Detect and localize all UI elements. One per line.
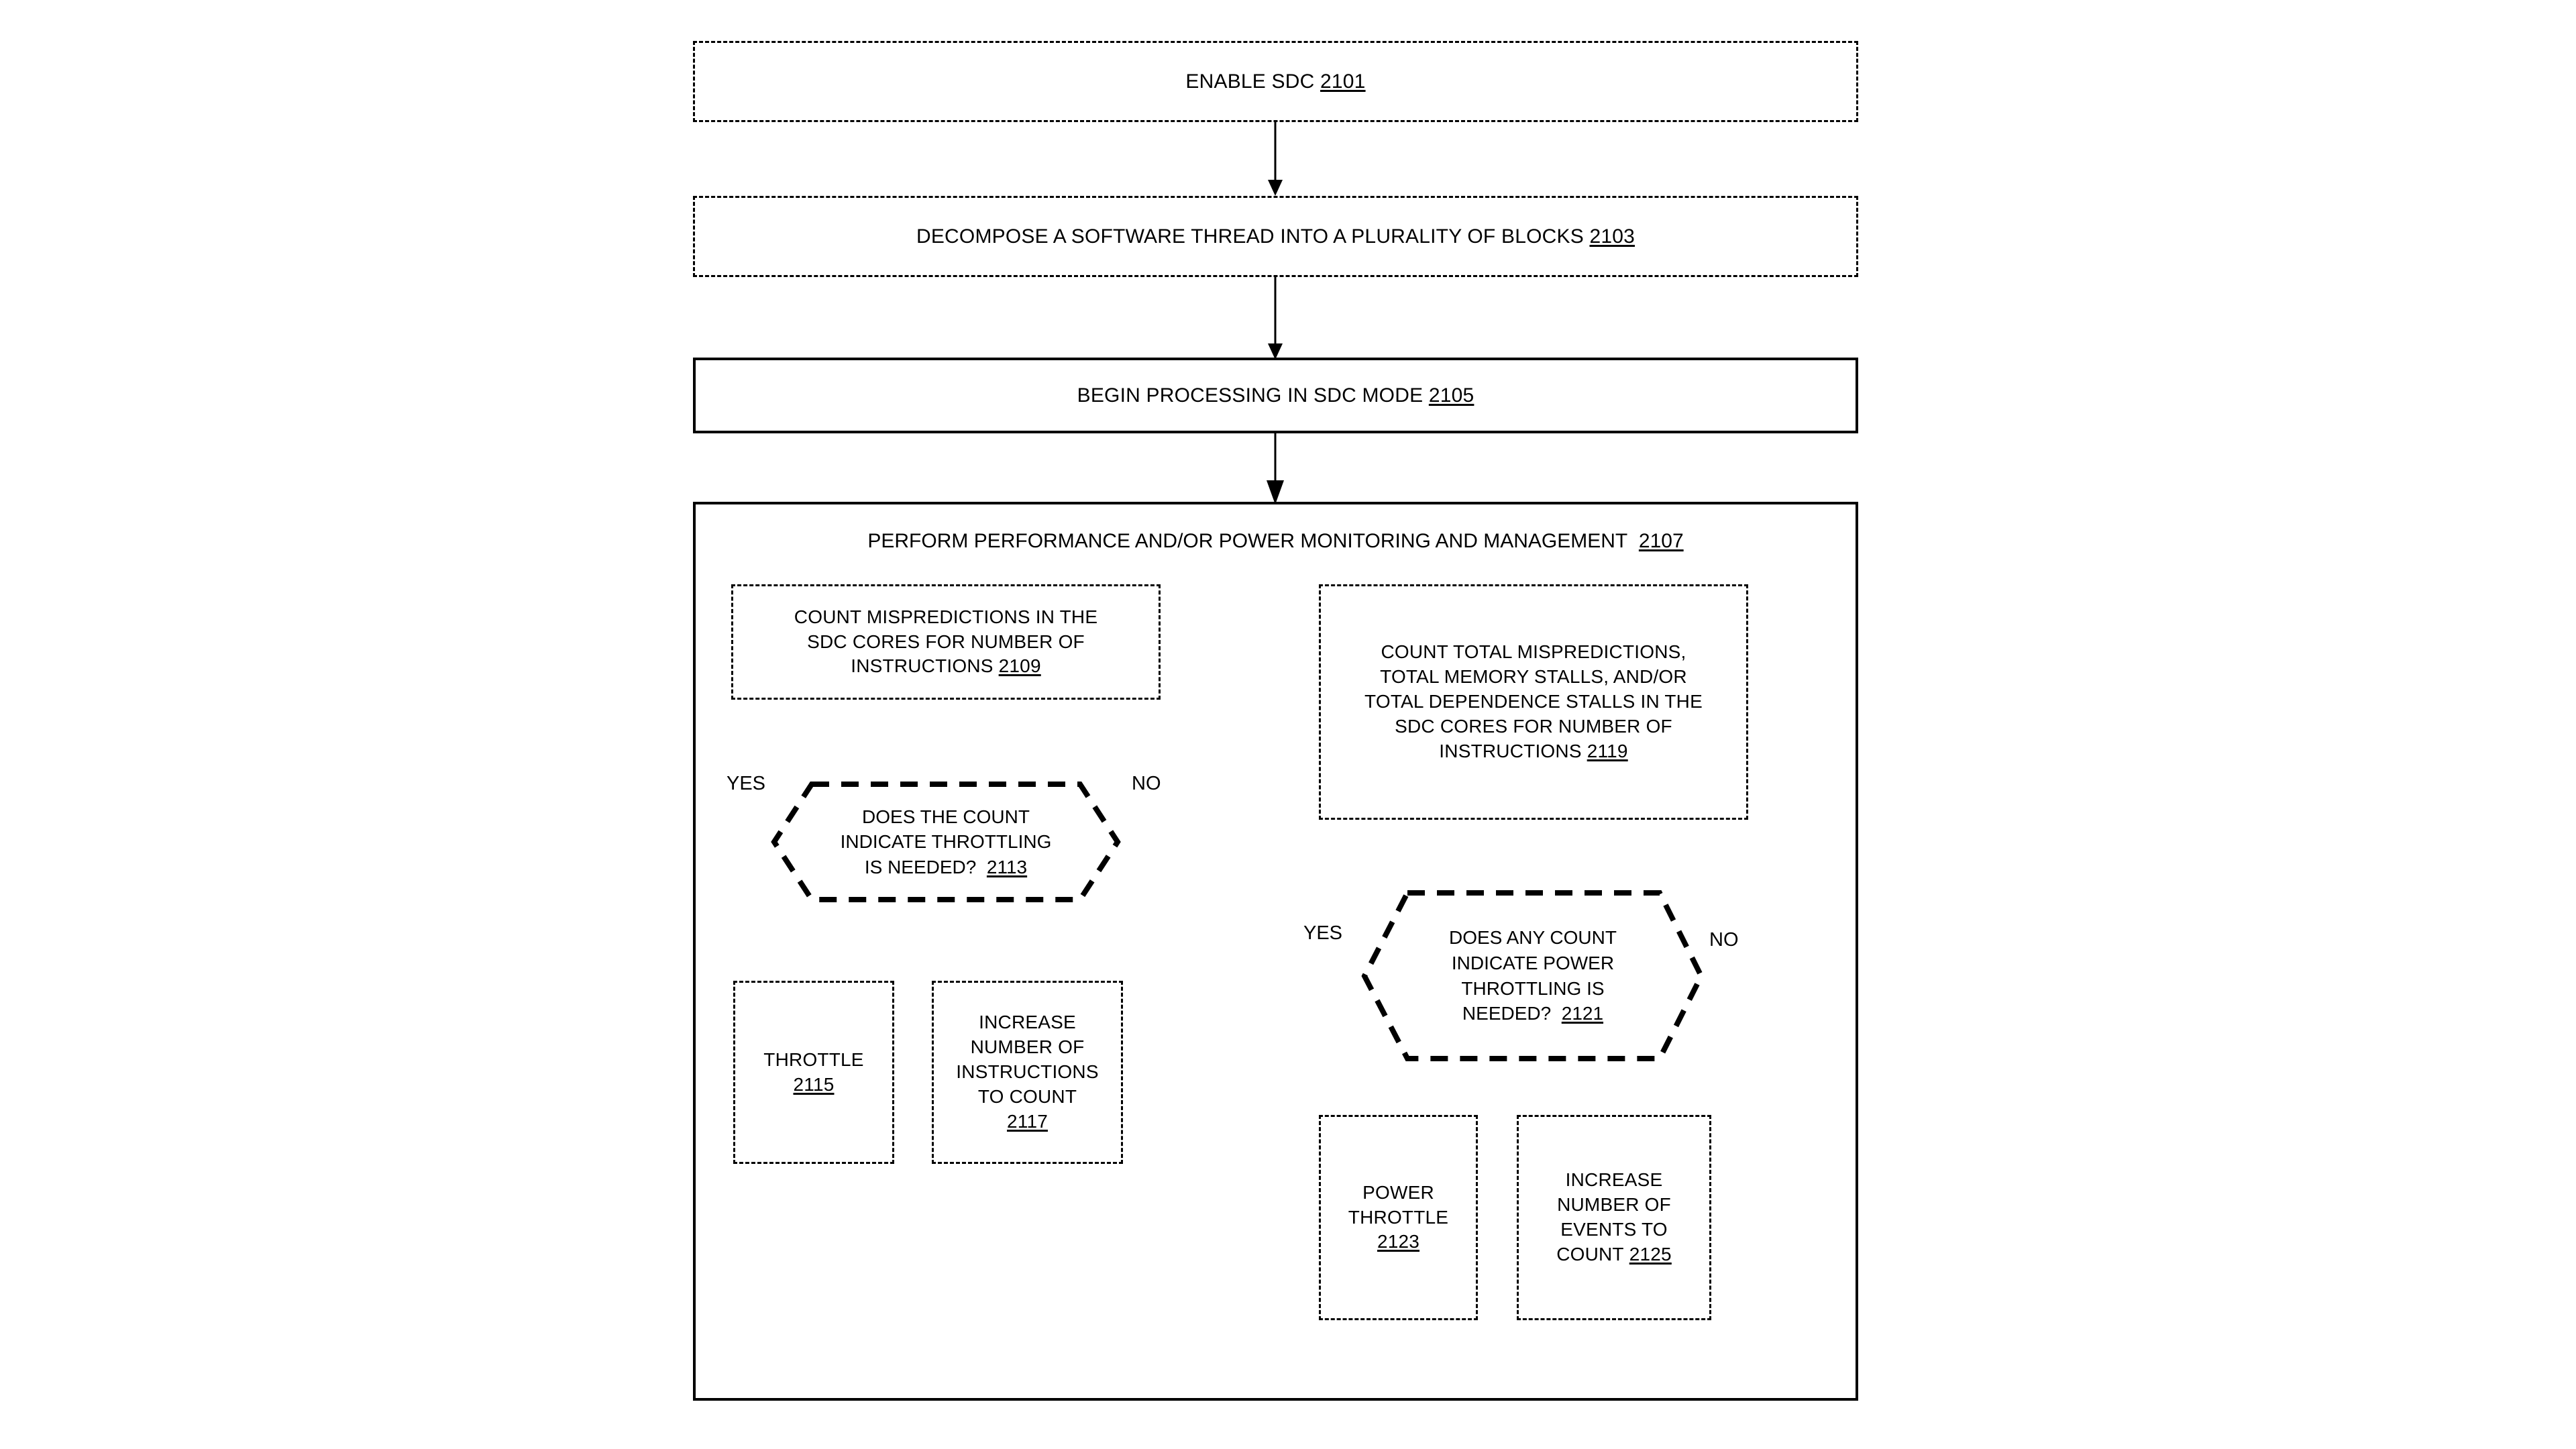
node-throttle[interactable]: THROTTLE 2115 [733, 981, 894, 1164]
connector-2101-to-2103 [1268, 122, 1283, 196]
node-increase-instructions-to-count[interactable]: INCREASE NUMBER OF INSTRUCTIONS TO COUNT… [932, 981, 1123, 1164]
branch-label-left-yes: YES [727, 773, 766, 794]
node-throttle-label: THROTTLE 2115 [763, 1049, 864, 1095]
node-ref-2113: 2113 [986, 856, 1028, 877]
node-count-total-events[interactable]: COUNT TOTAL MISPREDICTIONS, TOTAL MEMORY… [1319, 584, 1748, 820]
node-ref-2105: 2105 [1428, 384, 1474, 407]
node-power-throttle-label: POWER THROTTLE 2123 [1348, 1181, 1449, 1252]
node-count-mispredictions[interactable]: COUNT MISPREDICTIONS IN THE SDC CORES FO… [731, 584, 1161, 700]
branch-label-left-no: NO [1132, 773, 1161, 794]
node-begin-processing-label: BEGIN PROCESSING IN SDC MODE 2105 [1077, 384, 1474, 407]
connector-2103-to-2105 [1268, 276, 1283, 360]
hexagon-shape-2121 [1361, 890, 1705, 1061]
connector-2105-to-2107 [1267, 432, 1284, 504]
node-ref-2101: 2101 [1320, 70, 1366, 93]
node-ref-2115: 2115 [793, 1073, 835, 1095]
node-increase-instructions-label: INCREASE NUMBER OF INSTRUCTIONS TO COUNT… [956, 1012, 1099, 1132]
node-power-throttle[interactable]: POWER THROTTLE 2123 [1319, 1115, 1478, 1320]
node-ref-2125: 2125 [1629, 1243, 1672, 1265]
node-ref-2121: 2121 [1561, 1003, 1604, 1024]
node-decision-power-throttling-label: DOES ANY COUNT INDICATE POWER THROTTLING… [1449, 927, 1617, 1024]
node-enable-sdc-label: ENABLE SDC 2101 [1185, 70, 1366, 93]
branch-label-right-no: NO [1709, 929, 1739, 951]
hexagon-shape-2113 [771, 782, 1121, 902]
node-enable-sdc[interactable]: ENABLE SDC 2101 [693, 41, 1858, 122]
node-begin-processing[interactable]: BEGIN PROCESSING IN SDC MODE 2105 [693, 358, 1858, 433]
node-decompose-thread[interactable]: DECOMPOSE A SOFTWARE THREAD INTO A PLURA… [693, 196, 1858, 277]
branch-label-right-yes: YES [1303, 922, 1343, 944]
node-perform-monitoring-label: PERFORM PERFORMANCE AND/OR POWER MONITOR… [867, 530, 1684, 552]
node-ref-2107: 2107 [1638, 530, 1684, 552]
node-count-total-events-label: COUNT TOTAL MISPREDICTIONS, TOTAL MEMORY… [1364, 641, 1703, 761]
node-count-mispredictions-label: COUNT MISPREDICTIONS IN THE SDC CORES FO… [794, 606, 1098, 677]
node-decision-throttling-label: DOES THE COUNT INDICATE THROTTLING IS NE… [840, 806, 1052, 877]
node-increase-events-to-count[interactable]: INCREASE NUMBER OF EVENTS TO COUNT 2125 [1517, 1115, 1711, 1320]
node-ref-2103: 2103 [1589, 225, 1635, 248]
node-increase-events-label: INCREASE NUMBER OF EVENTS TO COUNT 2125 [1556, 1169, 1672, 1265]
node-ref-2109: 2109 [998, 655, 1041, 677]
node-decision-power-throttling-needed[interactable]: DOES ANY COUNT INDICATE POWER THROTTLING… [1361, 890, 1705, 1061]
node-ref-2123: 2123 [1377, 1231, 1420, 1252]
node-decompose-thread-label: DECOMPOSE A SOFTWARE THREAD INTO A PLURA… [916, 225, 1635, 248]
node-ref-2117: 2117 [1006, 1110, 1048, 1132]
node-ref-2119: 2119 [1587, 740, 1628, 761]
node-decision-throttling-needed[interactable]: DOES THE COUNT INDICATE THROTTLING IS NE… [771, 782, 1121, 902]
